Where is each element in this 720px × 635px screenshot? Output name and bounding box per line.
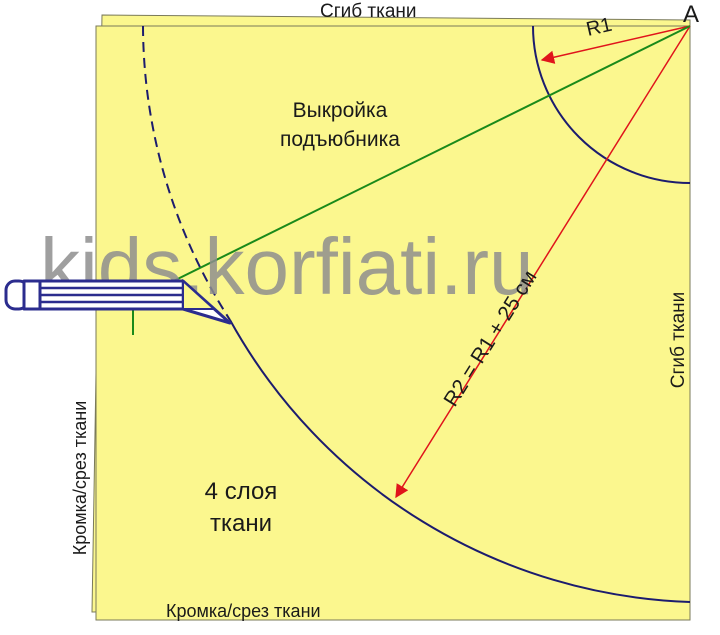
fold-label-right: Сгиб ткани xyxy=(668,292,689,389)
pencil-icon xyxy=(4,278,232,325)
pattern-name-line2: подъюбника xyxy=(280,128,400,151)
hem-arc-r2 xyxy=(229,319,690,603)
edge-label-bottom: Кромка/срез ткани xyxy=(166,601,321,621)
layers-label-line1: 4 слоя xyxy=(205,478,278,505)
waist-arc-r1 xyxy=(532,26,690,184)
edge-label-left: Кромка/срез ткани xyxy=(70,401,90,556)
pattern-name-line1: Выкройка xyxy=(293,99,388,122)
hem-arc-guide-dashed xyxy=(142,26,231,321)
r1-measure-line xyxy=(540,25,691,64)
fold-label-top: Сгиб ткани xyxy=(320,1,417,22)
r2-measure-line xyxy=(395,25,691,499)
point-a-label: A xyxy=(683,1,699,28)
layers-label-line2: ткани xyxy=(210,510,272,537)
fabric-front-layer xyxy=(95,25,691,621)
